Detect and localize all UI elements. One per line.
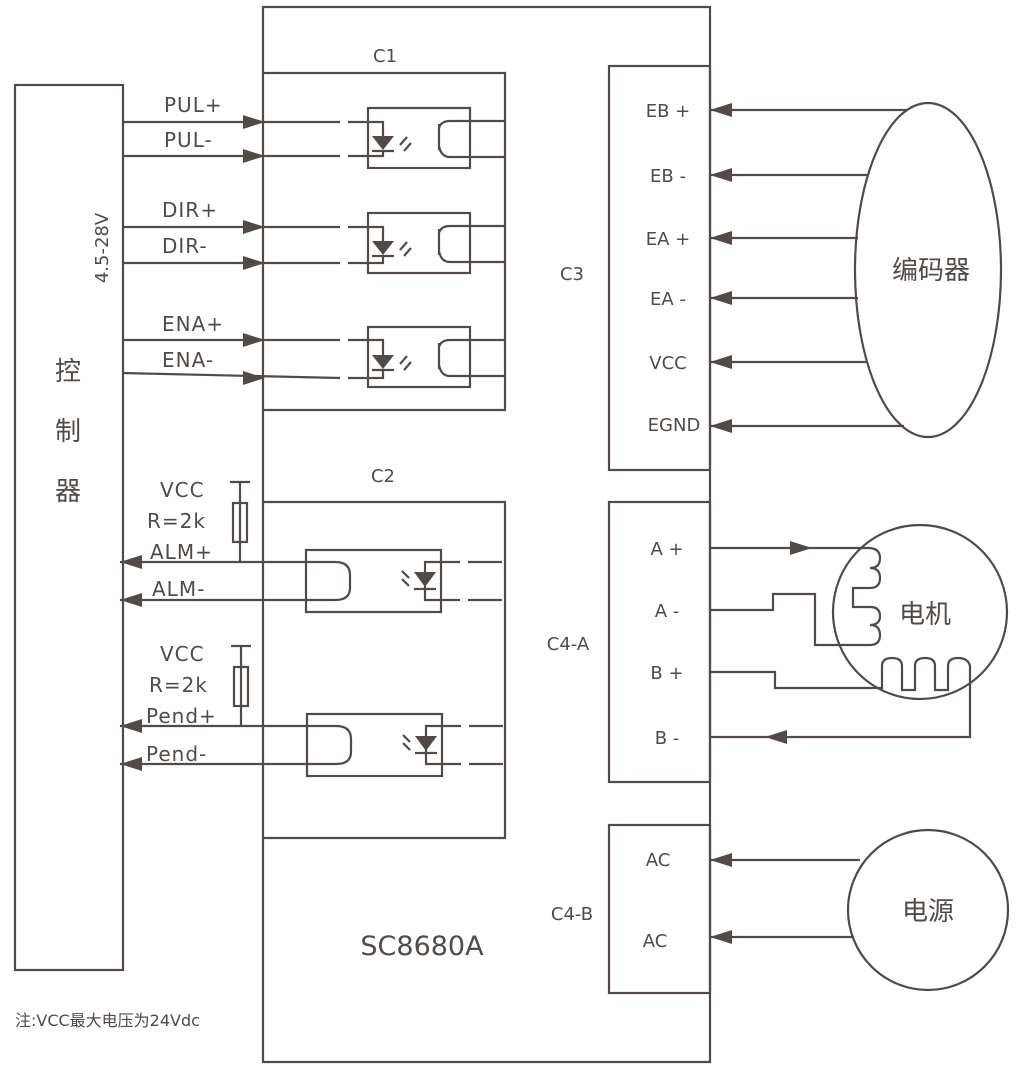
controller-char-2: 制 [55,417,81,447]
signal-dir-minus: DIR- [162,234,208,258]
arrow-left-icon [120,719,142,733]
c1-box [263,71,507,412]
arrow-left-icon [120,593,142,607]
led-icon [372,355,394,369]
power-label: 电源 [902,897,954,927]
arrow-left-icon [710,231,732,245]
pin-ac-1: AC [646,850,671,871]
pend-vcc-label: VCC [160,642,205,666]
controller-char-1: 控 [55,357,81,387]
signal-pul-minus: PUL- [164,128,213,152]
arrow-left-icon [120,555,142,569]
c4a-box [607,500,712,784]
arrow-left-icon [710,168,732,182]
arrow-right-icon [243,115,265,129]
pin-b-plus: B + [650,663,683,684]
c3-box [607,64,712,472]
motor-wiring [710,541,972,744]
arrow-right-icon [243,220,265,234]
arrow-left-icon [710,291,732,305]
c3-label: C3 [560,264,584,285]
pend-resistor-label: R=2k [149,673,208,697]
signal-pend-plus: Pend+ [146,704,217,728]
controller-char-3: 器 [55,477,81,507]
controller-voltage: 4.5-28V [92,212,113,283]
signal-alm-minus: ALM- [152,577,205,601]
signal-ena-minus: ENA- [162,348,214,372]
led-icon [414,572,436,587]
c4b-label: C4-B [551,904,593,925]
arrow-left-icon [120,757,142,771]
power-wires [710,853,860,944]
c4a-label: C4-A [547,634,590,655]
arrow-left-icon [765,730,787,744]
led-icon [415,736,437,751]
arrow-left-icon [710,419,732,433]
pin-ea-minus: EA - [650,289,686,310]
arrow-left-icon [710,355,732,369]
motor-circle [831,523,1009,701]
resistor-icon [231,501,249,544]
optocoupler-pend [120,644,503,778]
alm-resistor-label: R=2k [147,509,206,533]
c2-label: C2 [371,466,395,487]
encoder-label: 编码器 [892,256,970,286]
c4b-box [607,823,712,995]
encoder-wires [710,103,908,433]
power-circle [846,828,1010,992]
motor-label: 电机 [899,600,951,630]
voltage-note: 注:VCC最大电压为24Vdc [15,1011,200,1030]
arrow-right-icon [790,541,812,555]
pin-eb-plus: EB + [646,101,691,122]
resistor-icon [232,665,250,708]
alm-vcc-label: VCC [160,478,205,502]
pin-vcc: VCC [649,353,686,374]
arrow-right-icon [243,256,265,270]
signal-ena-plus: ENA+ [162,312,224,336]
optocoupler-pul [123,106,505,170]
pin-egnd: EGND [648,415,701,436]
pin-a-minus: A - [655,601,680,622]
led-icon [372,136,394,150]
optocoupler-alm [120,480,502,614]
optocoupler-ena [122,325,505,389]
arrow-left-icon [710,853,732,867]
pin-b-minus: B - [655,728,680,749]
pin-eb-minus: EB - [650,166,686,187]
pin-a-plus: A + [650,539,683,560]
arrow-right-icon [243,333,265,347]
driver-box [261,5,712,1064]
led-icon [372,241,394,255]
arrow-left-icon [710,103,732,117]
signal-dir-plus: DIR+ [162,198,218,222]
pin-ac-2: AC [643,931,668,952]
arrow-right-icon [243,149,265,163]
signal-pend-minus: Pend- [146,742,207,766]
arrow-left-icon [710,930,732,944]
driver-model: SC8680A [360,931,484,962]
controller-box [13,83,125,972]
pin-ea-plus: EA + [646,229,691,250]
optocoupler-dir [123,211,505,275]
arrow-right-icon [243,371,265,385]
encoder-ellipse [853,101,1003,439]
c1-label: C1 [373,46,397,67]
signal-alm-plus: ALM+ [150,540,213,564]
signal-pul-plus: PUL+ [164,93,223,117]
c2-box [263,500,507,840]
